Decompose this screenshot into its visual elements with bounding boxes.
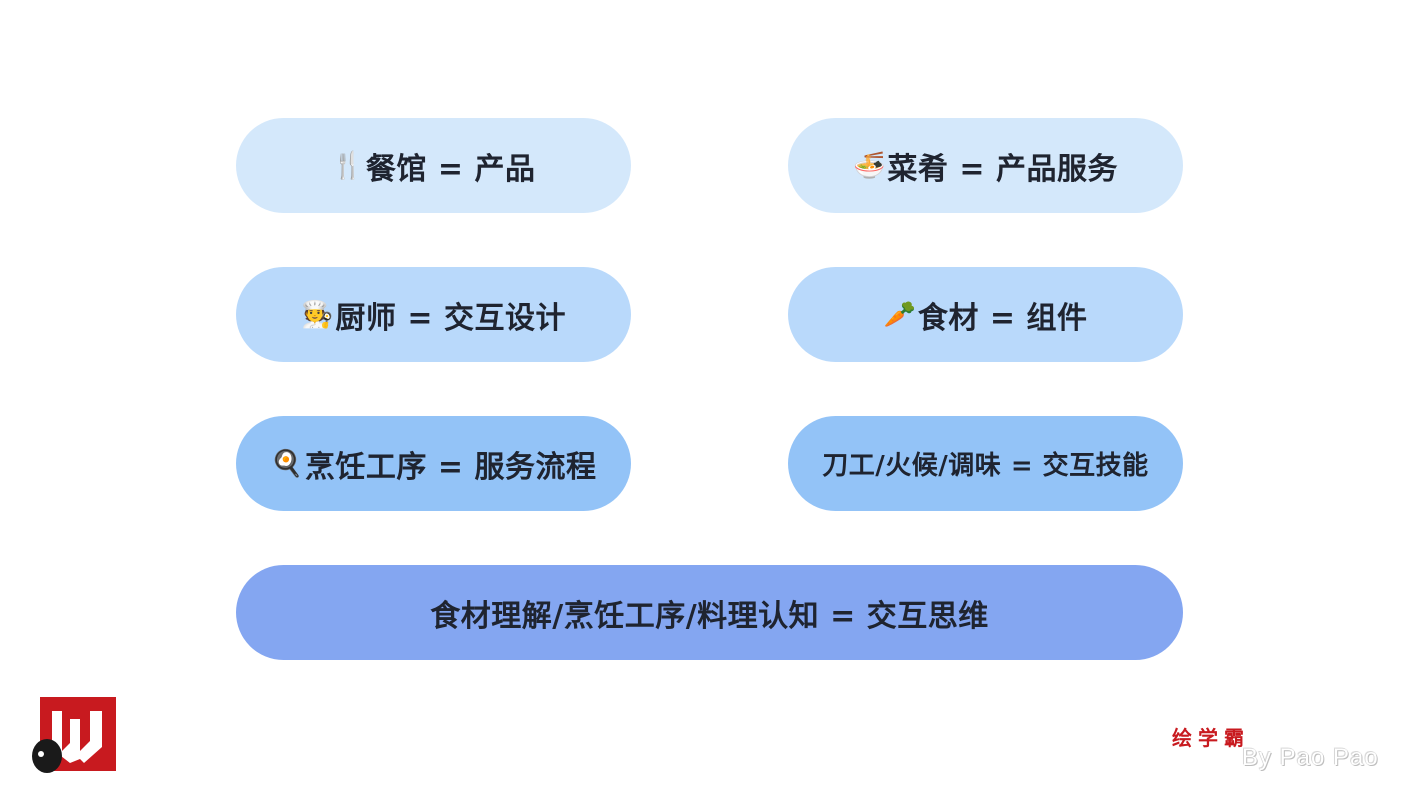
pill-ingredient: 🥕 食材 = 组件 [788,267,1183,362]
pill-dish: 🍜 菜肴 = 产品服务 [788,118,1183,213]
logo-mascot-icon [32,739,62,773]
pill-restaurant: 🍴 餐馆 = 产品 [236,118,631,213]
w-logo-icon [52,711,102,763]
pill-chef: 🧑‍🍳 厨师 = 交互设计 [236,267,631,362]
pill-label: 菜肴 = 产品服务 [887,151,1118,187]
pill-label: 厨师 = 交互设计 [335,300,566,336]
chef-icon: 🧑‍🍳 [301,299,334,330]
pill-label: 餐馆 = 产品 [365,151,536,187]
pill-label: 烹饪工序 = 服务流程 [304,449,597,485]
pill-label: 食材 = 组件 [917,300,1088,336]
carrot-icon: 🥕 [883,299,916,330]
frying-pan-icon: 🍳 [270,448,303,479]
pill-thinking: 食材理解/烹饪工序/料理认知 = 交互思维 [236,565,1183,660]
watermark-cn: 绘学霸 [1172,726,1250,750]
watermark: 绘学霸 By Pao Pao [1060,720,1380,780]
pill-skills: 刀工/火候/调味 = 交互技能 [788,416,1183,511]
watermark-en: By Pao Pao [1242,744,1379,771]
noodle-bowl-icon: 🍜 [853,150,886,181]
pill-cooking-process: 🍳 烹饪工序 = 服务流程 [236,416,631,511]
pill-label: 食材理解/烹饪工序/料理认知 = 交互思维 [430,598,989,634]
pill-label: 刀工/火候/调味 = 交互技能 [822,451,1149,481]
fork-knife-icon: 🍴 [331,150,364,181]
